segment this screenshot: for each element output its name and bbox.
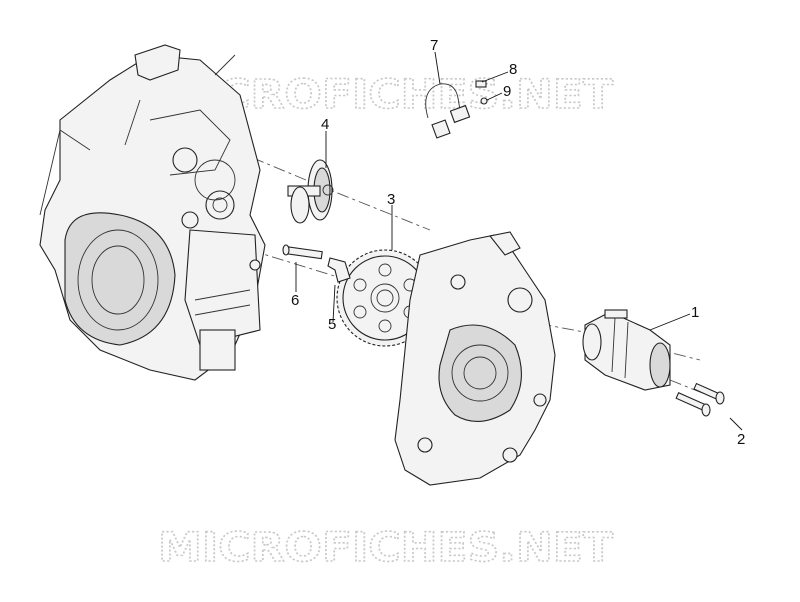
callout-labels: 1 2 3 4 5 6 7 8 9 — [291, 37, 745, 448]
wiring-harness — [425, 83, 471, 139]
callout-7: 7 — [430, 37, 438, 54]
callout-8: 8 — [509, 61, 517, 78]
callout-4: 4 — [321, 116, 329, 133]
retaining-clip — [327, 257, 351, 283]
bolts — [675, 382, 725, 417]
callout-1: 1 — [691, 304, 699, 321]
callout-3: 3 — [387, 191, 395, 208]
starter-motor — [582, 309, 671, 391]
small-screw — [480, 97, 488, 105]
callout-6: 6 — [291, 292, 299, 309]
callout-2: 2 — [737, 431, 745, 448]
idler-gear — [287, 159, 334, 224]
crankcase-cover — [394, 231, 556, 486]
grommet — [475, 80, 487, 88]
pin — [282, 244, 323, 260]
watermark-bottom: MICROFICHES.NET — [158, 525, 614, 571]
engine-block — [39, 44, 266, 381]
callout-9: 9 — [503, 83, 511, 100]
leader-lines — [295, 51, 743, 431]
callout-5: 5 — [328, 316, 336, 333]
